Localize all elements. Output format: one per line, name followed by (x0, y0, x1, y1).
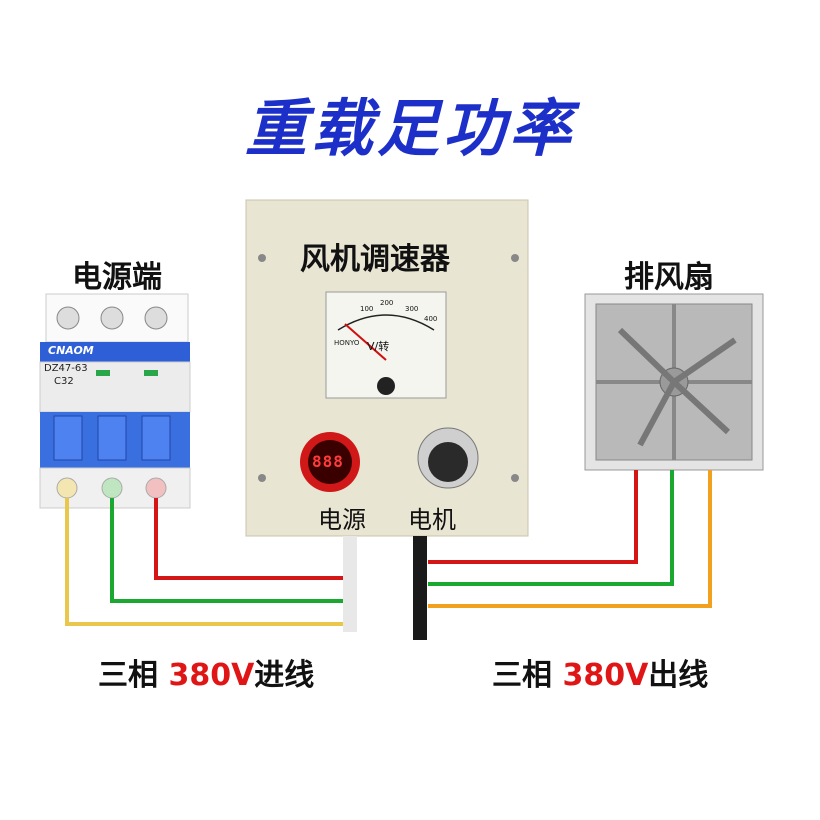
input-caption: 三相 380V进线 (98, 650, 314, 694)
output-caption-suffix: 出线 (648, 658, 709, 693)
meter-scale-label: 100 (360, 305, 374, 313)
terminal-screw-icon (145, 477, 167, 499)
terminal-screw-icon (56, 477, 78, 499)
output-wire-green (428, 470, 674, 586)
output-wire-orange (428, 470, 712, 608)
terminal-screw-icon (101, 477, 123, 499)
terminal-screw-icon (100, 306, 124, 330)
breaker-model: DZ47-63 (44, 363, 88, 374)
terminal-screw-icon (56, 306, 80, 330)
fan-title: 排风扇 (624, 260, 714, 295)
input-caption-prefix: 三相 (98, 658, 169, 693)
output-caption: 三相 380V出线 (492, 650, 708, 694)
breaker-title: 电源端 (72, 260, 162, 295)
breaker-brand: CNAOM (48, 344, 94, 357)
controller-title: 风机调速器 (300, 242, 450, 277)
input-wire-green (110, 498, 352, 603)
motor-label: 电机 (408, 506, 456, 534)
input-wire-yellow (65, 498, 352, 626)
speed-controller-box (245, 199, 529, 537)
circuit-breaker (39, 293, 191, 509)
meter-scale-label: 300 (405, 305, 419, 313)
terminal-screw-icon (144, 306, 168, 330)
power-label: 电源 (318, 506, 366, 534)
input-caption-voltage: 380V (168, 658, 255, 693)
input-caption-suffix: 进线 (254, 658, 315, 693)
meter-unit: V/转 (367, 340, 390, 353)
breaker-rating: C32 (54, 376, 74, 387)
headline: 重载足功率 (244, 92, 575, 165)
output-caption-voltage: 380V (562, 658, 649, 693)
speed-knob-icon (428, 442, 468, 482)
input-wire-red (154, 498, 352, 580)
exhaust-fan (584, 293, 764, 471)
output-caption-prefix: 三相 (492, 658, 563, 693)
digital-display: 888 (312, 452, 344, 471)
output-wire-red (428, 470, 638, 564)
meter-scale-label: 400 (424, 315, 438, 323)
meter-scale-label: 200 (380, 299, 394, 307)
meter-brand: HONYO (334, 339, 360, 347)
